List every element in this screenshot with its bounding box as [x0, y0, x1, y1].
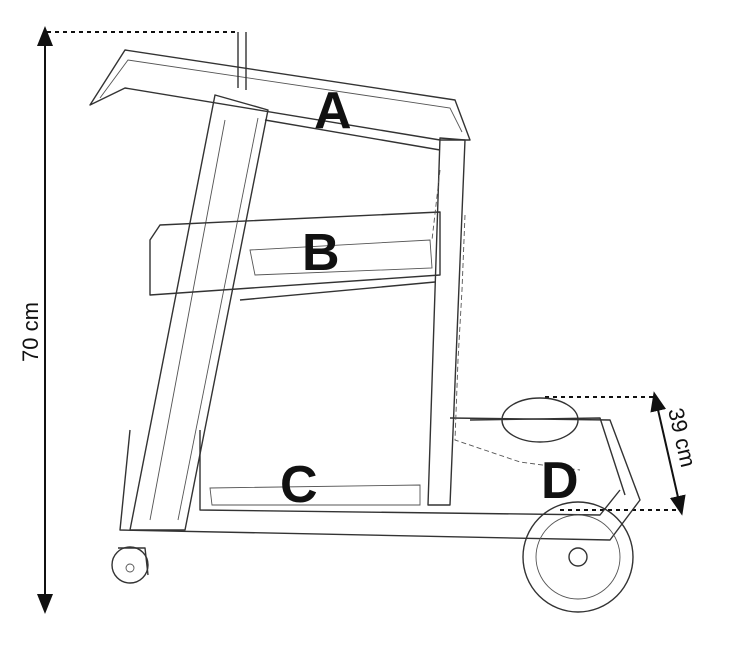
height-label-70: 70 cm [18, 302, 43, 362]
top-tray [89, 32, 471, 141]
chain [431, 169, 581, 471]
rear-wheel [501, 397, 579, 443]
height-dimension-39 [545, 391, 686, 516]
front-frame [129, 94, 269, 531]
large-wheel [522, 501, 634, 613]
middle-shelf [149, 211, 441, 296]
caster-wheel [111, 546, 149, 584]
part-label-a: A [314, 82, 352, 140]
bottom-shelf [119, 417, 641, 541]
part-label-d: D [541, 452, 579, 510]
rear-frame [239, 119, 466, 506]
part-label-b: B [302, 224, 340, 282]
part-label-c: C [280, 456, 318, 514]
height-dimension-70 [37, 25, 238, 614]
